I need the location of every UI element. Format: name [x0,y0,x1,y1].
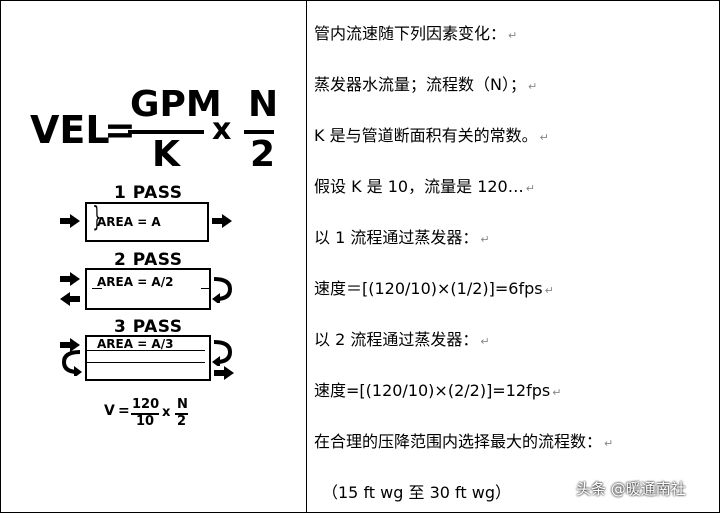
formula-lhs: VEL [30,108,110,152]
pass-3-area: AREA = A/3 [97,337,174,351]
formula-fraction-bar [128,130,204,134]
small-formula-n: N [177,397,188,412]
pass-3-baffle-upper [87,350,205,351]
small-formula-bar [131,413,159,415]
pass-2-return-arrow-icon [212,277,232,303]
pass-1-area: AREA = A [97,215,161,229]
pass-2-outlet-arrow-icon [60,292,80,306]
pass-3-baffle-lower [87,362,205,363]
text-line-9: 在合理的压降范围内选择最大的流程数：↵ [314,432,614,451]
small-formula-denominator: 10 [136,414,155,429]
pass-1-box [85,202,209,242]
text-line-7: 以 2 流程通过蒸发器：↵ [314,330,490,349]
pass-2-title: 2 PASS [114,250,183,270]
small-formula-numerator: 120 [132,397,160,412]
small-formula-v: V [104,403,115,419]
pass-1-outlet-arrow-icon [212,214,232,228]
text-line-1: 管内流速随下列因素变化：↵ [314,24,518,43]
pass-2-area: AREA = A/2 [97,275,174,289]
pass-3-inlet-arrow-icon [60,338,80,352]
small-formula-n-bar [175,413,188,415]
pass-3-outlet-arrow-icon [214,366,234,380]
pass-1-title: 1 PASS [114,183,183,203]
text-line-5: 以 1 流程通过蒸发器：↵ [314,228,490,247]
formula-denominator: K [152,134,180,175]
pass-3-title: 3 PASS [114,317,183,337]
text-line-8: 速度=[(120/10)×(2/2)]=12fps↵ [314,381,562,400]
formula-two: 2 [250,134,276,175]
pass-2-right-baffle [201,288,211,289]
pass-2-box [85,268,211,310]
small-formula-times: x [162,405,171,420]
text-line-4: 假设 K 是 10，流量是 120…↵ [314,177,535,196]
pass-3-box [85,335,211,381]
formula-n-bar [244,130,274,134]
diagram-panel: VEL = GPM K x N 2 1 PASS } AREA = A 2 PA… [0,0,306,513]
small-formula-two: 2 [177,414,187,429]
pass-3-left-return-arrow-icon [62,350,82,376]
column-divider [306,0,307,513]
pass-1-bracket: } [92,200,102,233]
text-panel: 管内流速随下列因素变化：↵ 蒸发器水流量；流程数（N）；↵ K 是与管道断面积有… [312,0,718,513]
formula-times: x [212,112,232,147]
pass-1-inlet-arrow-icon [60,214,80,228]
watermark: 头条 @暖通南社 [576,480,686,498]
pass-2-left-baffle [92,288,102,289]
text-line-2: 蒸发器水流量；流程数（N）；↵ [314,75,538,94]
formula-n: N [248,84,279,125]
formula-numerator: GPM [130,84,222,125]
pass-2-inlet-arrow-icon [60,272,80,286]
small-formula-equals: = [118,403,130,419]
text-line-10: （15 ft wg 至 30 ft wg） [322,483,511,502]
text-line-6: 速度＝[(120/10)×(1/2)]=6fps↵ [314,279,554,298]
pass-3-right-return-arrow-icon [212,340,232,366]
text-line-3: K 是与管道断面积有关的常数。↵ [314,126,549,145]
